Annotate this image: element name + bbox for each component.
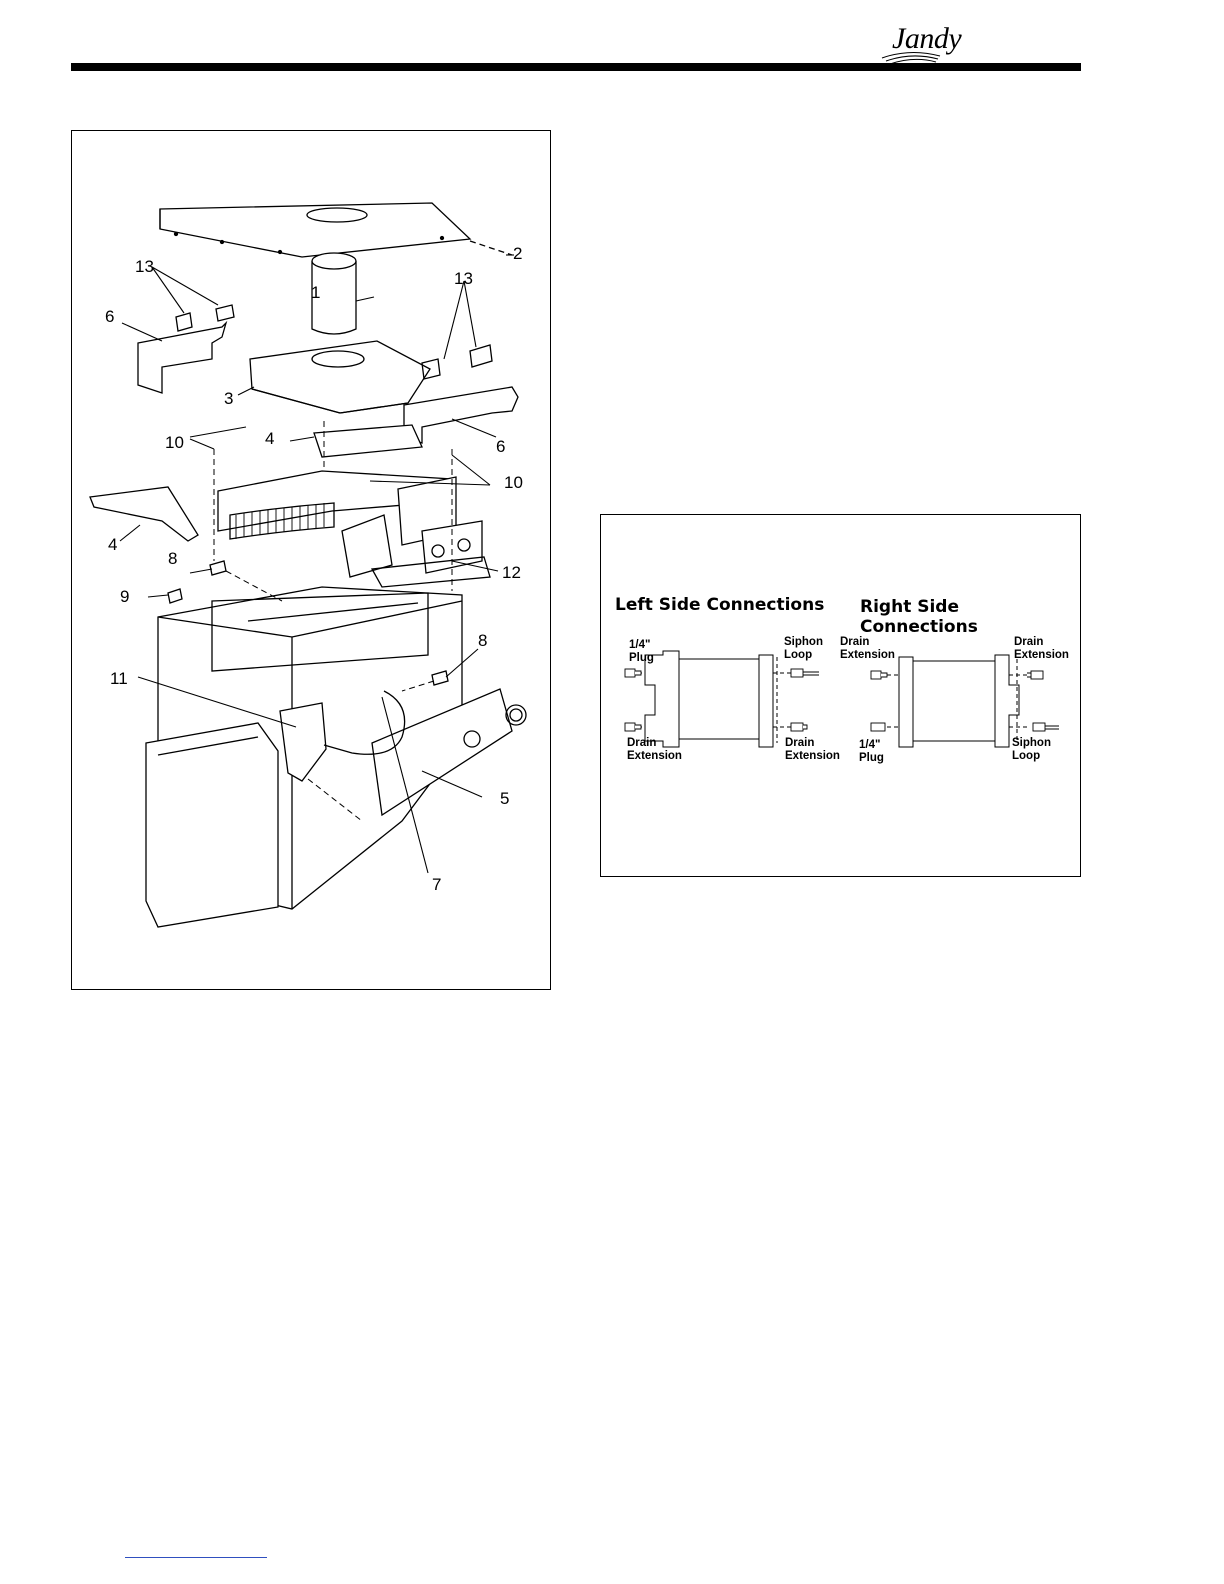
callout-13-left: 13	[135, 257, 154, 277]
right-bottom-left-label: 1/4" Plug	[859, 739, 884, 765]
callout-11: 11	[110, 669, 128, 689]
header-rule	[71, 63, 1081, 71]
left-top-right-label: Siphon Loop	[784, 636, 823, 662]
callout-8-right: 8	[478, 631, 487, 651]
callout-9: 9	[120, 587, 129, 607]
footer-link-underline[interactable]	[125, 1557, 267, 1558]
left-bottom-left-label: Drain Extension	[627, 737, 682, 763]
callout-8-left: 8	[168, 549, 177, 569]
side-connections-figure: Left Side Connections Right Side Connect…	[600, 514, 1081, 877]
callout-12: 12	[502, 563, 521, 583]
callout-10-left: 10	[165, 433, 184, 453]
callout-13-right: 13	[454, 269, 473, 289]
left-bottom-right-label: Drain Extension	[785, 737, 840, 763]
callout-4-top: 4	[265, 429, 274, 449]
callout-5: 5	[500, 789, 509, 809]
callout-7: 7	[432, 875, 441, 895]
callout-10-right: 10	[504, 473, 523, 493]
right-top-right-label: Drain Extension	[1014, 636, 1069, 662]
callout-1: 1	[311, 283, 320, 303]
right-bottom-right-label: Siphon Loop	[1012, 737, 1051, 763]
callout-3: 3	[224, 389, 233, 409]
exploded-view-figure: 1 2 3 4 4 5 6 6 7 8 8 9 10 10 11 12 13 1…	[71, 130, 551, 990]
jandy-logo: Jandy	[880, 22, 970, 64]
callout-6-right: 6	[496, 437, 505, 457]
left-top-left-label: 1/4" Plug	[629, 639, 654, 665]
callout-6-left: 6	[105, 307, 114, 327]
callout-4-left: 4	[108, 535, 117, 555]
callout-2: 2	[513, 244, 522, 264]
right-top-left-label: Drain Extension	[840, 636, 895, 662]
connections-drawing	[601, 515, 1082, 878]
